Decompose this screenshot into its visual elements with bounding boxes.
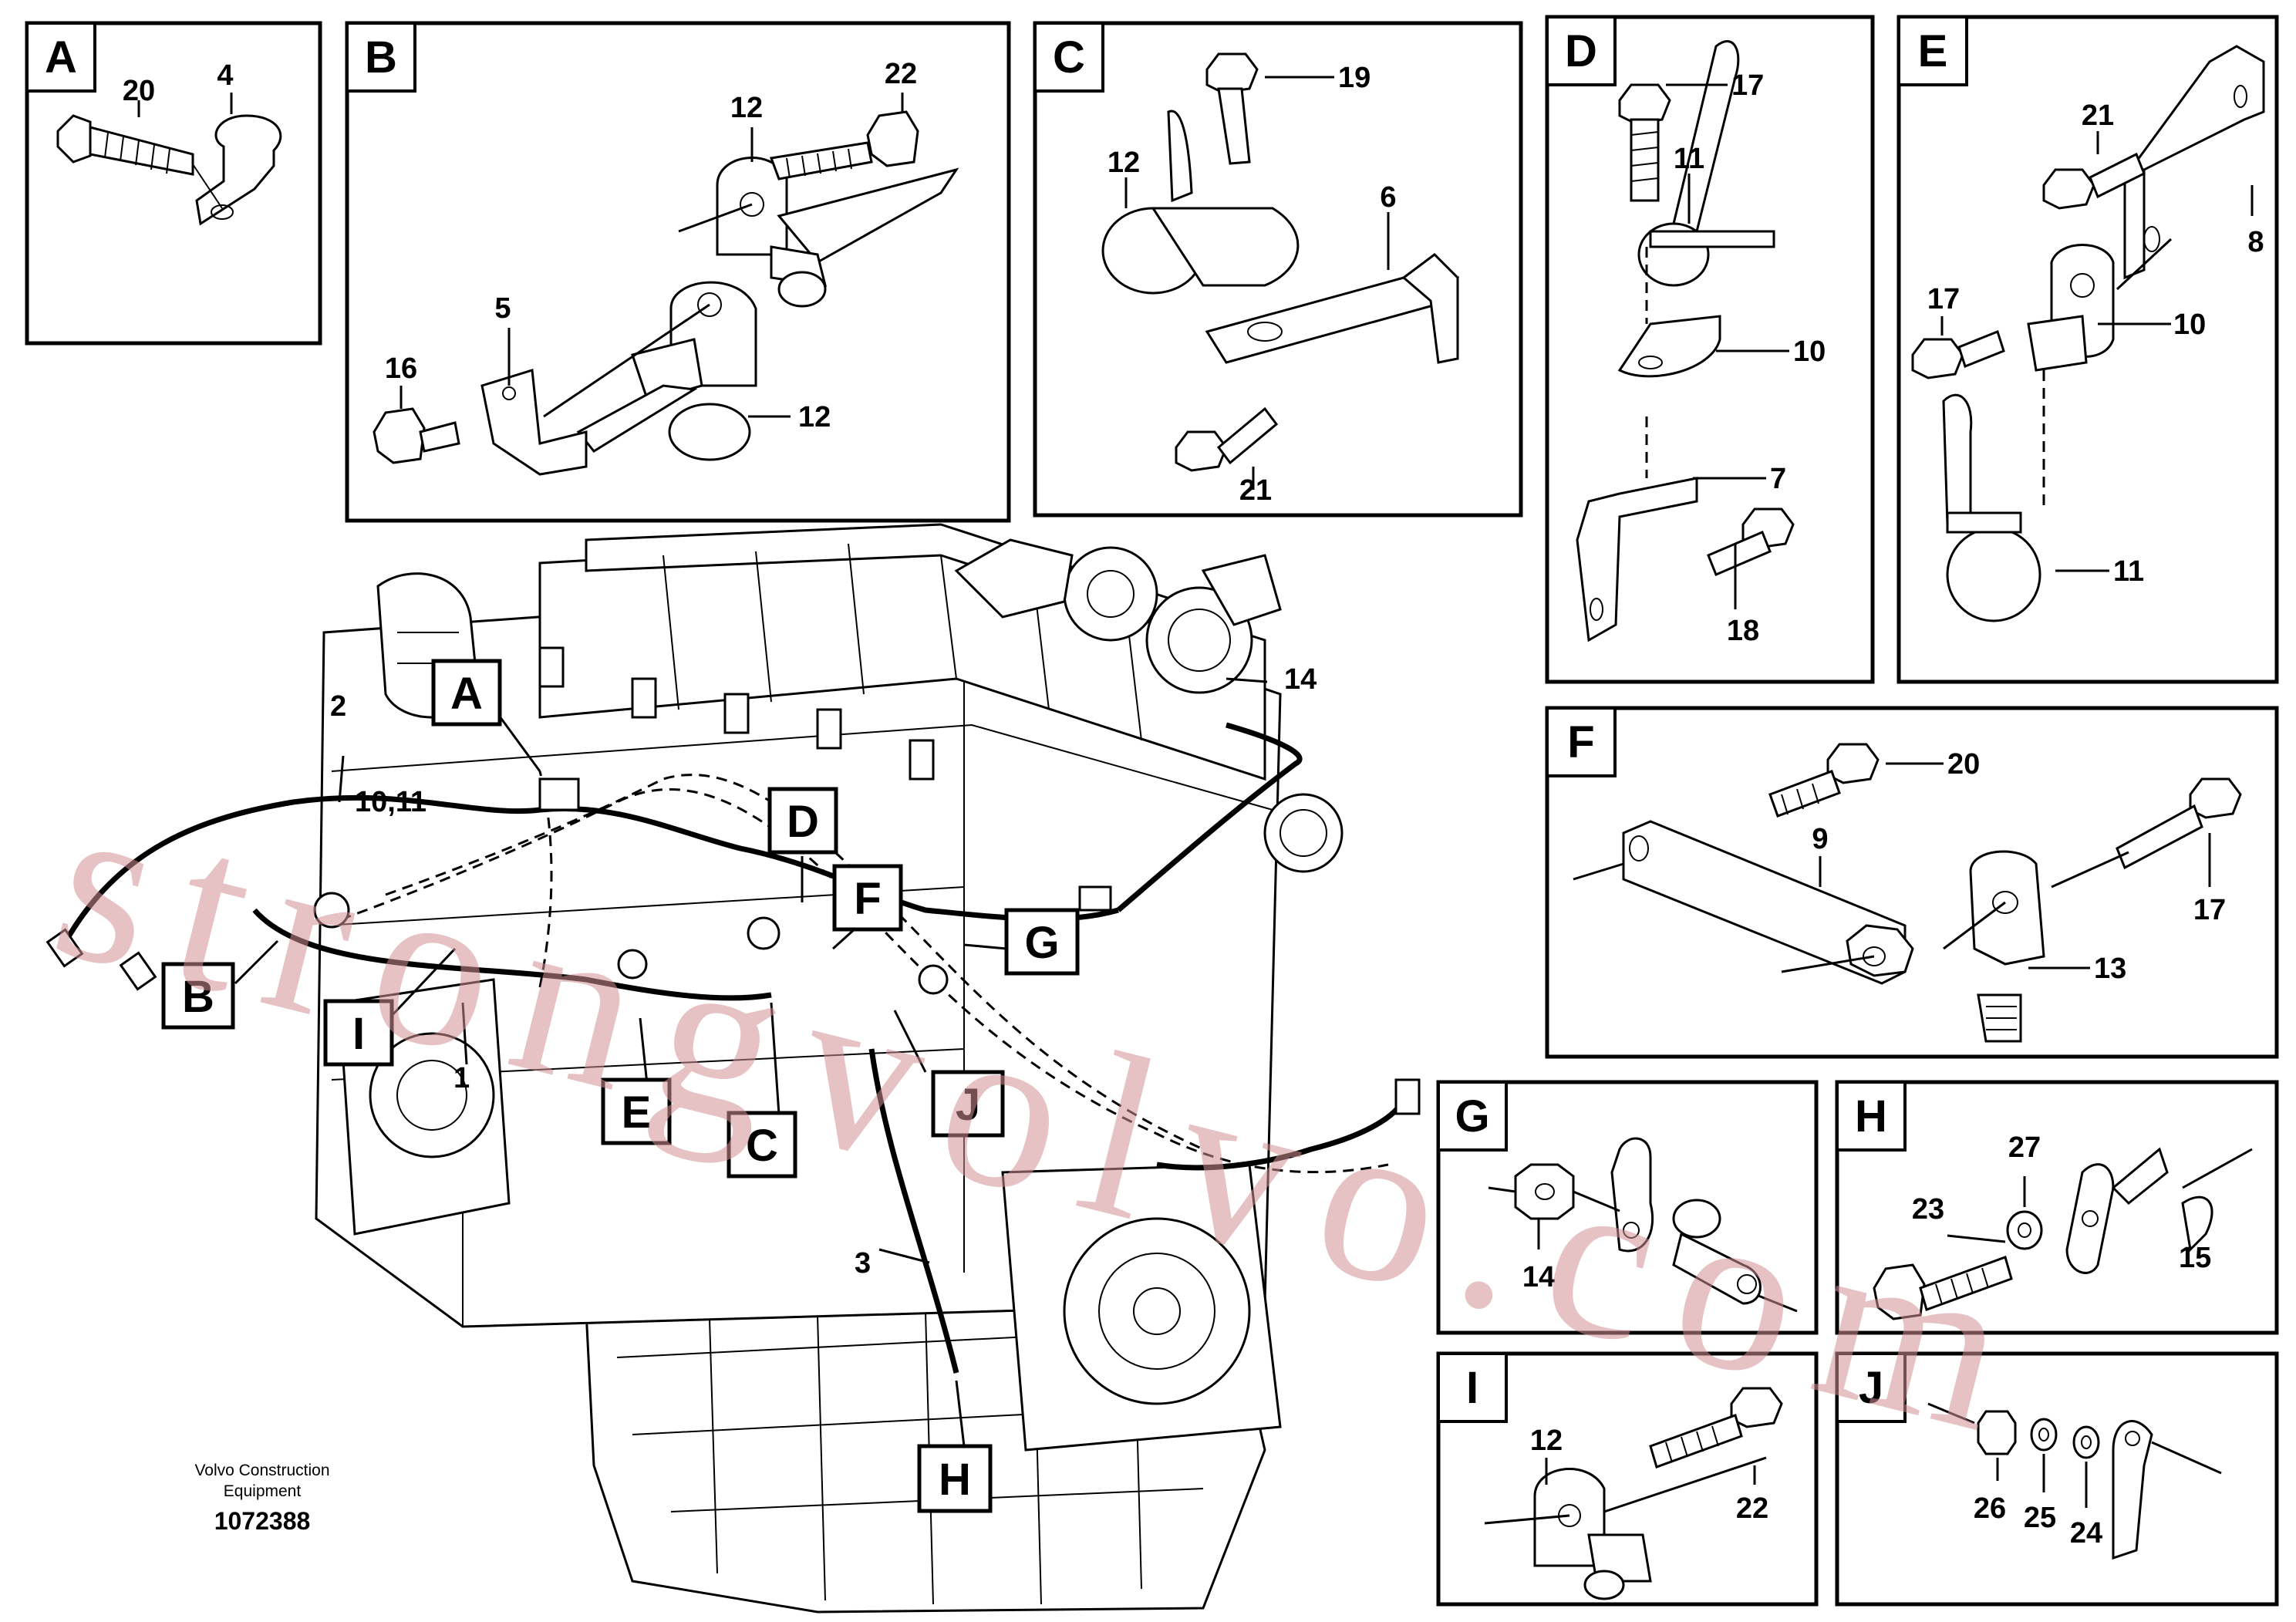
callout-letter-j: J — [956, 1080, 980, 1130]
main-label-1: 1 — [453, 1062, 470, 1094]
caption-line1: Volvo Construction — [194, 1462, 329, 1479]
panel-f-label-9: 9 — [1812, 823, 1828, 855]
panel-g-label-14: 14 — [1522, 1261, 1555, 1293]
panel-f-label-13: 13 — [2094, 953, 2126, 985]
panel-h-label-15: 15 — [2179, 1242, 2211, 1274]
callout-e[interactable]: E — [601, 1077, 672, 1145]
callout-letter-a: A — [450, 669, 483, 719]
main-label-2: 2 — [330, 690, 346, 723]
callout-j[interactable]: J — [931, 1070, 1005, 1138]
main-callouts: A B I D F G E C — [161, 659, 1080, 1513]
main-label-10-11: 10,11 — [355, 786, 426, 818]
callout-letter-g: G — [1024, 918, 1059, 968]
panel-d-label-17: 17 — [1731, 69, 1764, 102]
callout-h[interactable]: H — [917, 1444, 993, 1513]
callout-letter-b: B — [182, 972, 214, 1022]
panel-e-label-10: 10 — [2173, 309, 2206, 341]
callout-f[interactable]: F — [832, 864, 903, 932]
panel-j-label-26: 26 — [1974, 1492, 2006, 1525]
panel-c: C 19 12 6 21 — [1033, 21, 1523, 518]
callout-g[interactable]: G — [1004, 908, 1080, 976]
panel-b-letter: B — [365, 32, 397, 83]
panel-g-letter: G — [1455, 1091, 1489, 1141]
panel-c-label-21: 21 — [1239, 474, 1272, 507]
panel-c-letter: C — [1053, 32, 1085, 83]
callout-c[interactable]: C — [727, 1111, 797, 1179]
panel-e-label-17: 17 — [1927, 283, 1960, 315]
panel-i-label-22: 22 — [1736, 1492, 1768, 1525]
panel-b-label-12-bottom: 12 — [798, 401, 831, 433]
panel-c-label-19: 19 — [1338, 62, 1371, 94]
callout-a[interactable]: A — [431, 659, 502, 727]
callout-letter-e: E — [622, 1088, 652, 1138]
panel-d-label-18: 18 — [1727, 615, 1759, 647]
panel-j-letter: J — [1859, 1363, 1883, 1413]
panel-h: H 27 23 15 — [1835, 1080, 2279, 1335]
panel-b-label-16: 16 — [385, 352, 417, 385]
panel-d-label-11: 11 — [1674, 143, 1704, 175]
callout-letter-h: H — [939, 1455, 971, 1505]
panel-j-label-24: 24 — [2070, 1517, 2102, 1549]
panel-f-letter: F — [1567, 717, 1594, 767]
panel-j-label-25: 25 — [2024, 1502, 2056, 1534]
panel-d: D 17 11 10 7 18 — [1545, 15, 1875, 684]
panel-d-label-7: 7 — [1770, 463, 1786, 495]
panel-e-letter: E — [1918, 26, 1948, 76]
panel-e-label-8: 8 — [2247, 226, 2264, 258]
panel-c-label-12: 12 — [1108, 147, 1140, 179]
panel-h-letter: H — [1855, 1091, 1887, 1141]
callout-b[interactable]: B — [161, 962, 235, 1030]
callout-letter-c: C — [746, 1121, 778, 1171]
panel-e-label-11: 11 — [2113, 555, 2144, 588]
panel-b-label-22: 22 — [885, 58, 917, 90]
panel-j: J 26 25 24 — [1835, 1351, 2279, 1607]
panel-f-label-17: 17 — [2193, 894, 2226, 926]
panel-i-letter: I — [1466, 1363, 1478, 1413]
panel-i-label-12: 12 — [1530, 1425, 1563, 1457]
main-label-3: 3 — [855, 1247, 871, 1280]
main-leader-lines — [234, 677, 1268, 1447]
main-label-14: 14 — [1284, 663, 1317, 696]
panel-d-label-10: 10 — [1793, 336, 1826, 368]
panel-a-label-4: 4 — [217, 59, 233, 92]
callout-i[interactable]: I — [323, 999, 394, 1067]
panel-g: G 14 — [1436, 1080, 1819, 1335]
panel-h-label-27: 27 — [2008, 1131, 2041, 1164]
panel-e-label-21: 21 — [2082, 99, 2114, 132]
callout-letter-d: D — [787, 797, 819, 847]
panel-f-label-20: 20 — [1947, 748, 1980, 781]
diagram-caption: Volvo Construction Equipment 1072388 — [194, 1462, 329, 1535]
callout-letter-i: I — [352, 1009, 365, 1059]
panel-h-label-23: 23 — [1912, 1193, 1944, 1226]
callout-d[interactable]: D — [767, 787, 838, 855]
panel-i: I 12 22 — [1436, 1351, 1819, 1607]
panel-b-label-12-top: 12 — [730, 92, 763, 124]
panel-e: E 21 8 17 10 11 — [1896, 15, 2279, 684]
panel-a-label-20: 20 — [123, 75, 155, 107]
panel-b-label-5: 5 — [494, 292, 511, 325]
panel-f: F 20 9 17 13 — [1545, 706, 2279, 1059]
diagram-id: 1072388 — [214, 1507, 311, 1535]
panel-a: A 20 4 — [25, 21, 322, 346]
main-labels: 2 10,11 14 1 3 — [330, 663, 1317, 1280]
panel-c-label-6: 6 — [1380, 181, 1396, 214]
panel-d-letter: D — [1565, 26, 1597, 76]
engine-illustration — [46, 523, 1421, 1614]
panel-a-letter: A — [45, 32, 77, 83]
panel-b: B 12 22 5 16 12 — [345, 21, 1011, 523]
caption-line2: Equipment — [224, 1482, 302, 1500]
callout-letter-f: F — [854, 874, 881, 924]
